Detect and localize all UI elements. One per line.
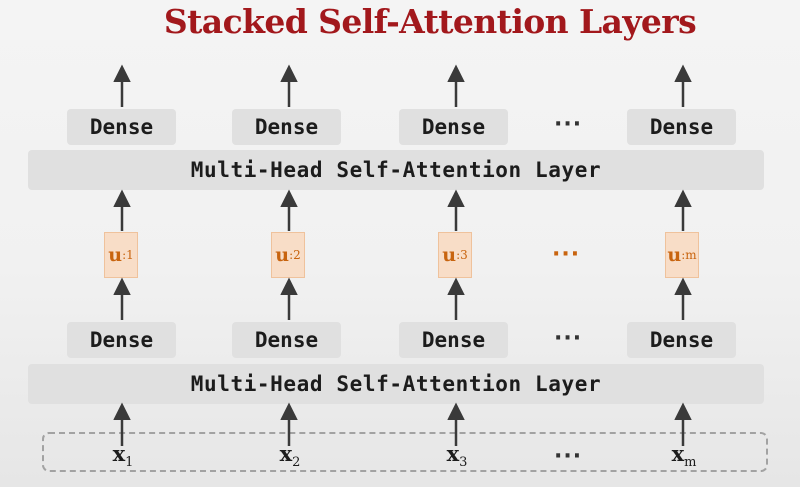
- bottom-attention-layer: Multi-Head Self-Attention Layer: [28, 364, 764, 404]
- input-x-1: x1: [112, 441, 134, 471]
- slide-title: Stacked Self-Attention Layers: [163, 2, 697, 41]
- u-vector-m: u:m: [665, 232, 699, 278]
- input-sequence-group: [42, 432, 768, 472]
- top-dense-box-3: Dense: [399, 109, 508, 145]
- u-vector-2: u:2: [271, 232, 305, 278]
- input-ellipsis: ···: [554, 444, 583, 469]
- top-attention-layer: Multi-Head Self-Attention Layer: [28, 150, 764, 190]
- top-dense-ellipsis: ···: [554, 112, 583, 137]
- bottom-dense-ellipsis: ···: [554, 326, 583, 351]
- bottom-dense-box-3: Dense: [399, 322, 508, 358]
- input-x-3: x3: [446, 441, 468, 471]
- input-x-2: x2: [279, 441, 301, 471]
- u-vector-3: u:3: [438, 232, 472, 278]
- top-dense-box-2: Dense: [232, 109, 341, 145]
- bottom-dense-box-1: Dense: [67, 322, 176, 358]
- u-vector-1: u:1: [104, 232, 138, 278]
- bottom-dense-box-m: Dense: [627, 322, 736, 358]
- bottom-dense-box-2: Dense: [232, 322, 341, 358]
- top-dense-box-1: Dense: [67, 109, 176, 145]
- top-dense-box-m: Dense: [627, 109, 736, 145]
- input-x-m: xm: [671, 441, 697, 471]
- u-vector-ellipsis: ···: [552, 242, 581, 267]
